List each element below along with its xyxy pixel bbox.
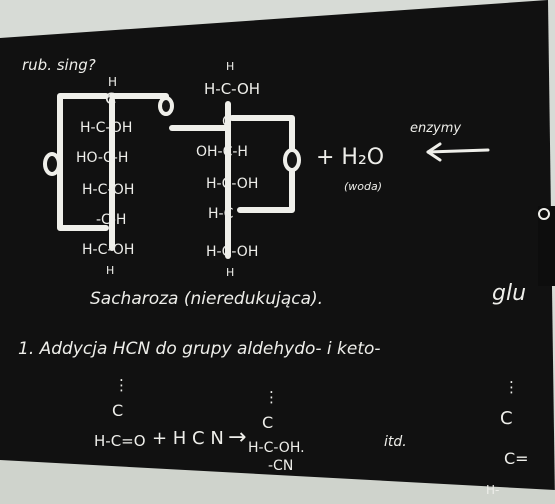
edge-mark [538, 208, 550, 220]
right-h-bottom: H [226, 266, 234, 279]
caption: Sacharoza (nieredukująca). [90, 289, 323, 309]
eq-far-dots: ⋮ [504, 378, 519, 396]
left-c2: H-C-OH [80, 120, 132, 136]
plus-water: + H₂O [316, 145, 384, 170]
arrow-label: enzymy [410, 121, 461, 136]
left-c5: -C-H [96, 212, 126, 228]
eq-left-hco: H-C=O [94, 432, 146, 450]
right-c3: OH-C-H [196, 144, 248, 160]
right-c4: H-C-OH [206, 176, 258, 192]
right-ring-oxygen [283, 148, 301, 172]
right-h-top: H [226, 60, 234, 73]
eq-far-h: H- [486, 483, 499, 497]
floor-edge [0, 460, 555, 504]
left-c4: H-C-OH [82, 182, 134, 198]
eq-right-cn: -CN [268, 458, 293, 474]
left-sugar-structure: H C H-C-OH HO-C-H H-C-OH -C-H H-C-OH H [43, 75, 174, 277]
reaction-arrow-left [426, 142, 490, 162]
eq-left-dots: ⋮ [114, 376, 129, 394]
left-c1: C [105, 89, 116, 108]
left-h-top: H [108, 75, 117, 89]
right-c5: H-C [208, 206, 234, 222]
header-note: rub. sing? [22, 56, 96, 74]
eq-far-eq: C= [504, 449, 529, 468]
right-c2: C [222, 114, 232, 130]
left-h-bottom: H [106, 264, 114, 277]
eq-etc: itd. [384, 434, 407, 450]
eq-left-c: C [112, 401, 123, 420]
right-sugar-structure: H H-C-OH C OH-C-H H-C-OH H-C H-C-OH H [169, 60, 301, 279]
left-ring-oxygen [43, 152, 61, 176]
left-c3: HO-C-H [76, 150, 128, 166]
eq-right-oh: H-C-OH. [248, 440, 305, 456]
eq-right-dots: ⋮ [264, 388, 279, 406]
eq-arrow: → [228, 425, 246, 450]
hcn-equation: ⋮ C H-C=O + H C N → ⋮ C H-C-OH. -CN itd.… [94, 376, 529, 497]
right-c1: H-C-OH [204, 80, 260, 98]
right-c6: H-C-OH [206, 244, 258, 260]
board-edge-panel [538, 206, 555, 286]
addition-heading: 1. Addycja HCN do grupy aldehydo- i keto… [18, 339, 381, 359]
eq-plus-hcn: + H C N [152, 428, 224, 449]
bridge-oxygen [158, 96, 174, 116]
side-note: glu [492, 281, 526, 306]
left-c6: H-C-OH [82, 242, 134, 258]
eq-right-c: C [262, 413, 273, 432]
eq-far-c: C [500, 408, 513, 429]
water-note: (woda) [344, 180, 382, 193]
